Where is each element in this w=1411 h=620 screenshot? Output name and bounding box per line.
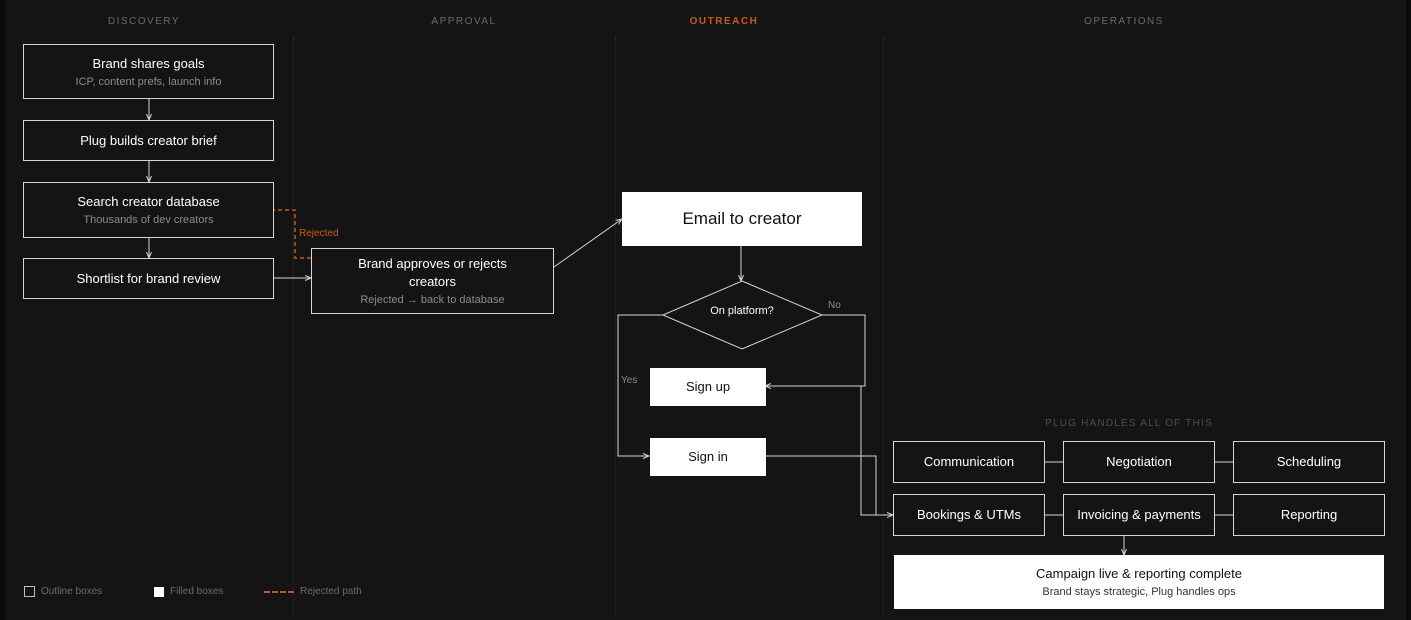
lane-label-discovery: DISCOVERY	[107, 16, 181, 27]
node-shortlist: Shortlist for brand review	[23, 258, 274, 299]
ops-item-label: Reporting	[1280, 507, 1338, 522]
node-title: Email to creator	[682, 209, 802, 228]
node-subtitle: Rejected → back to database	[360, 294, 505, 306]
node-title: Campaign live & reporting complete	[1036, 566, 1242, 581]
edge-label-rejected: Rejected	[299, 228, 339, 239]
legend-dash-swatch	[264, 590, 294, 593]
ops-item-label: Invoicing & payments	[1077, 507, 1201, 522]
legend-outline-boxes: Outline boxes	[24, 586, 102, 597]
ops-item-invoicing-payments: Invoicing & payments	[1063, 494, 1215, 536]
node-title: Sign up	[685, 379, 731, 394]
node-creator-brief: Plug builds creator brief	[23, 120, 274, 161]
ops-item-bookings-utms: Bookings & UTMs	[893, 494, 1045, 536]
node-title: Search creator database	[77, 194, 220, 209]
node-brand-shares-goals: Brand shares goals ICP, content prefs, l…	[23, 44, 274, 99]
node-title: Sign in	[688, 449, 728, 464]
ops-item-negotiation: Negotiation	[1063, 441, 1215, 483]
node-title: Brand shares goals	[92, 55, 205, 71]
lane-label-operations: OPERATIONS	[1084, 16, 1164, 27]
lane-label-approval: APPROVAL	[431, 16, 497, 27]
node-subtitle: Thousands of dev creators	[83, 214, 214, 226]
ops-group-title: PLUG HANDLES ALL OF THIS	[1045, 418, 1213, 429]
ops-item-reporting: Reporting	[1233, 494, 1385, 536]
node-subtitle: Brand stays strategic, Plug handles ops	[1042, 586, 1236, 598]
ops-item-communication: Communication	[893, 441, 1045, 483]
legend-rejected-path: Rejected path	[264, 586, 362, 597]
lane-divider	[293, 36, 294, 616]
node-brand-approves: Brand approves or rejects creators Rejec…	[311, 248, 554, 314]
node-title: Shortlist for brand review	[76, 270, 221, 286]
ops-item-label: Bookings & UTMs	[916, 507, 1022, 522]
ops-item-label: Negotiation	[1106, 454, 1172, 469]
edge-approval-to-email	[553, 219, 622, 268]
node-campaign-live: Campaign live & reporting complete Brand…	[894, 555, 1384, 609]
lane-label-outreach: OUTREACH	[689, 16, 759, 27]
flow-edges	[5, 99, 1233, 620]
ops-item-label: Communication	[923, 454, 1015, 469]
node-sign-up: Sign up	[650, 368, 766, 406]
edge-rejected-loop	[274, 209, 311, 259]
ops-item-label: Scheduling	[1276, 454, 1342, 469]
lane-divider	[883, 36, 884, 616]
decision-diamond	[661, 280, 824, 350]
legend-filled-swatch	[154, 586, 164, 597]
legend-label: Rejected path	[300, 586, 362, 597]
legend-filled-boxes: Filled boxes	[154, 586, 223, 597]
decision-label-on-platform: On platform?	[710, 305, 774, 317]
lane-divider	[615, 36, 616, 616]
node-subtitle: ICP, content prefs, launch info	[75, 75, 222, 88]
node-search-creator-database: Search creator database Thousands of dev…	[23, 182, 274, 238]
ops-item-scheduling: Scheduling	[1233, 441, 1385, 483]
legend-label: Filled boxes	[170, 586, 224, 597]
flowchart-canvas: DISCOVERY APPROVAL OUTREACH OPERATIONS	[5, 0, 1406, 620]
edge-label-no: No	[828, 300, 841, 311]
node-title: Plug builds creator brief	[80, 132, 217, 148]
legend-outline-swatch	[24, 586, 35, 597]
node-title: Brand approves or rejects creators	[358, 256, 507, 289]
legend-label: Outline boxes	[41, 586, 103, 597]
node-email-to-creator: Email to creator	[622, 192, 862, 246]
node-sign-in: Sign in	[650, 438, 766, 476]
edge-signup-to-ops	[765, 385, 893, 515]
edge-label-yes: Yes	[621, 375, 638, 386]
edge-signin-to-ops	[765, 455, 893, 516]
edge-decision-yes	[617, 314, 663, 456]
